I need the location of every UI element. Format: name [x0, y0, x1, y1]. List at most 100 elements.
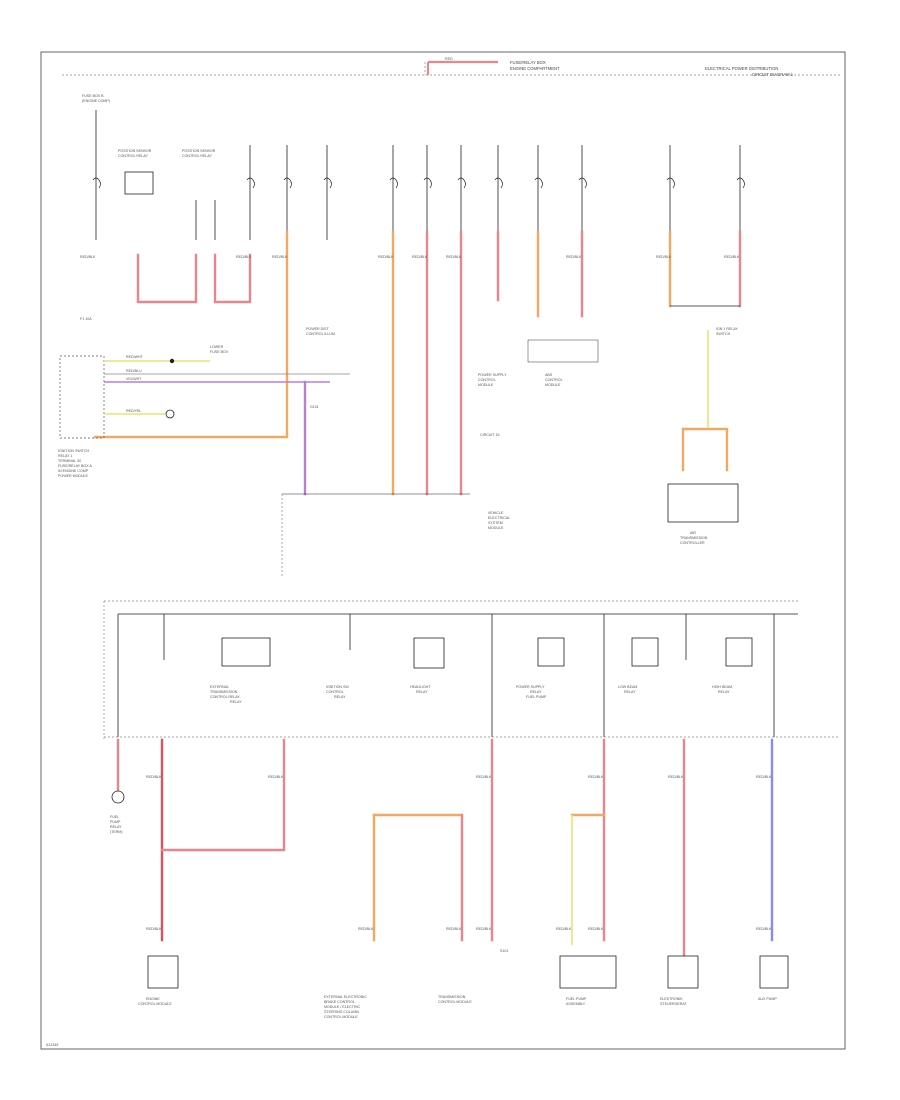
lower-relay-label-1: EXTERNAL — [210, 685, 229, 689]
footer-code: A12345 — [46, 1043, 58, 1047]
svg-text:RED/BLK: RED/BLK — [588, 927, 604, 931]
power-supply-label-2: CONTROL — [478, 378, 496, 382]
lower-relay-label-5: IGNITION SW — [326, 685, 349, 689]
lower-relay-label-12: FUEL PUMP — [526, 695, 547, 699]
title-right-1: ELECTRICAL POWER DISTRIBUTION — [705, 66, 778, 71]
title-right-2: CIRCUIT DIAGRAM 1 — [752, 72, 794, 77]
svg-text:RED/BLK: RED/BLK — [446, 255, 462, 259]
position-sensor-relay-a — [124, 171, 154, 195]
relay-left-label-1: IGNITION SWITCH — [58, 449, 90, 453]
lamp-label-1: FUEL — [110, 815, 119, 819]
lower-relay-label-2: TRANSMISSION — [210, 690, 238, 694]
relay-right-label-1: IGN 1 RELAY — [716, 327, 739, 331]
svg-text:RED/BLK: RED/BLK — [476, 927, 492, 931]
trans-label-3: CONTROLLER — [680, 541, 705, 545]
svg-text:RED/BLK: RED/BLK — [80, 255, 96, 259]
switch-label-2: FUSE BOX — [210, 350, 229, 354]
relay-right-label-2: SWITCH — [716, 332, 731, 336]
bottom-label-9: CONTROL MODULE — [438, 1000, 472, 1004]
ignition-switch-block — [59, 355, 105, 439]
bottom-label-14: AUX PUMP — [758, 997, 777, 1001]
svg-text:RED/BLK: RED/BLK — [566, 255, 582, 259]
lower-relays — [221, 637, 753, 669]
lower-relay-label-14: RELAY — [624, 690, 636, 694]
bottom-label-1: ENGINE — [146, 997, 160, 1001]
lower-relay-label-4: RELAY — [230, 700, 242, 704]
switch-ground-1 — [169, 358, 175, 364]
pos-sensor-a-label-2: CONTROL RELAY — [118, 154, 149, 158]
lower-relay-label-9: RELAY — [416, 690, 428, 694]
lower-relay-label-3: CONTROL RELAY — [210, 695, 241, 699]
fuse-box-b-label: FUSE BOX B — [82, 94, 104, 98]
relay-left-label-2: RELAY 1 — [58, 454, 72, 458]
top-label-2: ENGINE COMPARTMENT — [510, 66, 560, 71]
abs-module-bracket — [527, 339, 599, 363]
ground-label: G101 — [310, 405, 319, 409]
switch-label-1: LOWER — [210, 345, 224, 349]
svg-text:RED/BLK: RED/BLK — [756, 927, 772, 931]
lamp-label-3: RELAY — [110, 825, 122, 829]
top-wire-tag: RED — [445, 57, 453, 61]
circuit-label: CIRCUIT 15 — [480, 433, 500, 437]
wire-tag-c: VIO/WHT — [126, 377, 142, 381]
bottom-label-10: FUEL PUMP — [566, 997, 587, 1001]
vehicle-label-1: VEHICLE — [488, 511, 504, 515]
pos-sensor-a-label: POSITION SENSOR — [118, 149, 152, 153]
svg-text:RED/BLK: RED/BLK — [236, 255, 252, 259]
bottom-label-13: STEUERGERAT — [660, 1002, 687, 1006]
bottom-label-7: CONTROL MODULE — [324, 1015, 358, 1019]
diagram-frame — [40, 51, 846, 1050]
upper-fuse-columns — [95, 110, 741, 240]
fuse-pump-lamp — [111, 790, 125, 804]
lower-relay-label-8: HEADLIGHT — [410, 685, 431, 689]
relay-left-label-3: TERMINAL 30 — [58, 459, 81, 463]
vehicle-label-2: ELECTRICAL — [488, 516, 510, 520]
bottom-label-5: MODULE / ELECTRIC — [324, 1005, 361, 1009]
svg-text:RED/BLK: RED/BLK — [668, 775, 684, 779]
upper-colored-wires — [93, 230, 742, 496]
lower-relay-label-15: HIGH BEAM — [712, 685, 732, 689]
transmission-controller-box — [667, 483, 739, 523]
bottom-label-6: STEERING COLUMN — [324, 1010, 359, 1014]
wire-tag-a: RED/WHT — [126, 355, 144, 359]
lower-relay-label-11: RELAY — [530, 690, 542, 694]
svg-text:RED/BLK: RED/BLK — [272, 255, 288, 259]
trans-label-2: TRANSMISSION — [680, 536, 708, 540]
powerdist-label-1: POWER DIST — [306, 327, 330, 331]
vehicle-label-4: MODULE — [488, 526, 504, 530]
lower-feed-drops — [117, 614, 775, 737]
splice-label: S101 — [500, 949, 508, 953]
fuse-box-b-label-2: (ENGINE COMP) — [82, 99, 110, 103]
wire-tag-d: RED/YEL — [126, 409, 141, 413]
bottom-label-8: TRANSMISSION — [438, 995, 466, 999]
bottom-components — [147, 955, 789, 989]
relay-left-label-6: POWER MODULE — [58, 474, 89, 478]
trans-label-1: AIR — [690, 531, 696, 535]
svg-text:RED/BLK: RED/BLK — [146, 927, 162, 931]
svg-text:RED/BLK: RED/BLK — [588, 775, 604, 779]
lower-relay-label-6: CONTROL — [326, 690, 344, 694]
lower-colored-wires — [116, 738, 774, 957]
fuse-symbols — [92, 177, 745, 189]
vehicle-label-3: SYSTEM — [488, 521, 503, 525]
relay-left-label-4: FUSE/RELAY BOX A — [58, 464, 92, 468]
abs-label-1: ABS — [545, 373, 553, 377]
lower-relay-label-10: POWER SUPPLY — [516, 685, 545, 689]
svg-text:RED/BLK: RED/BLK — [146, 775, 162, 779]
power-supply-label-1: POWER SUPPLY — [478, 373, 507, 377]
lower-connector-tags: RED/BLK RED/BLK RED/BLK RED/BLK RED/BLK … — [146, 775, 772, 931]
relay-left-label-5: IN ENGINE COMP — [58, 469, 89, 473]
pos-sensor-b-label: POSITION SENSOR — [182, 149, 216, 153]
svg-text:RED/BLK: RED/BLK — [476, 775, 492, 779]
bottom-label-11: ASSEMBLY — [566, 1002, 586, 1006]
wire-tag-b: RED/BLU — [126, 369, 142, 373]
pos-sensor-b-label-2: CONTROL RELAY — [182, 154, 213, 158]
switch-wires — [104, 360, 350, 415]
svg-text:RED/BLK: RED/BLK — [412, 255, 428, 259]
lower-relay-label-7: RELAY — [334, 695, 346, 699]
abs-label-2: CONTROL — [545, 378, 563, 382]
svg-text:RED/BLK: RED/BLK — [358, 927, 374, 931]
abs-label-3: MODULE — [545, 383, 561, 387]
power-supply-label-3: MODULE — [478, 383, 494, 387]
